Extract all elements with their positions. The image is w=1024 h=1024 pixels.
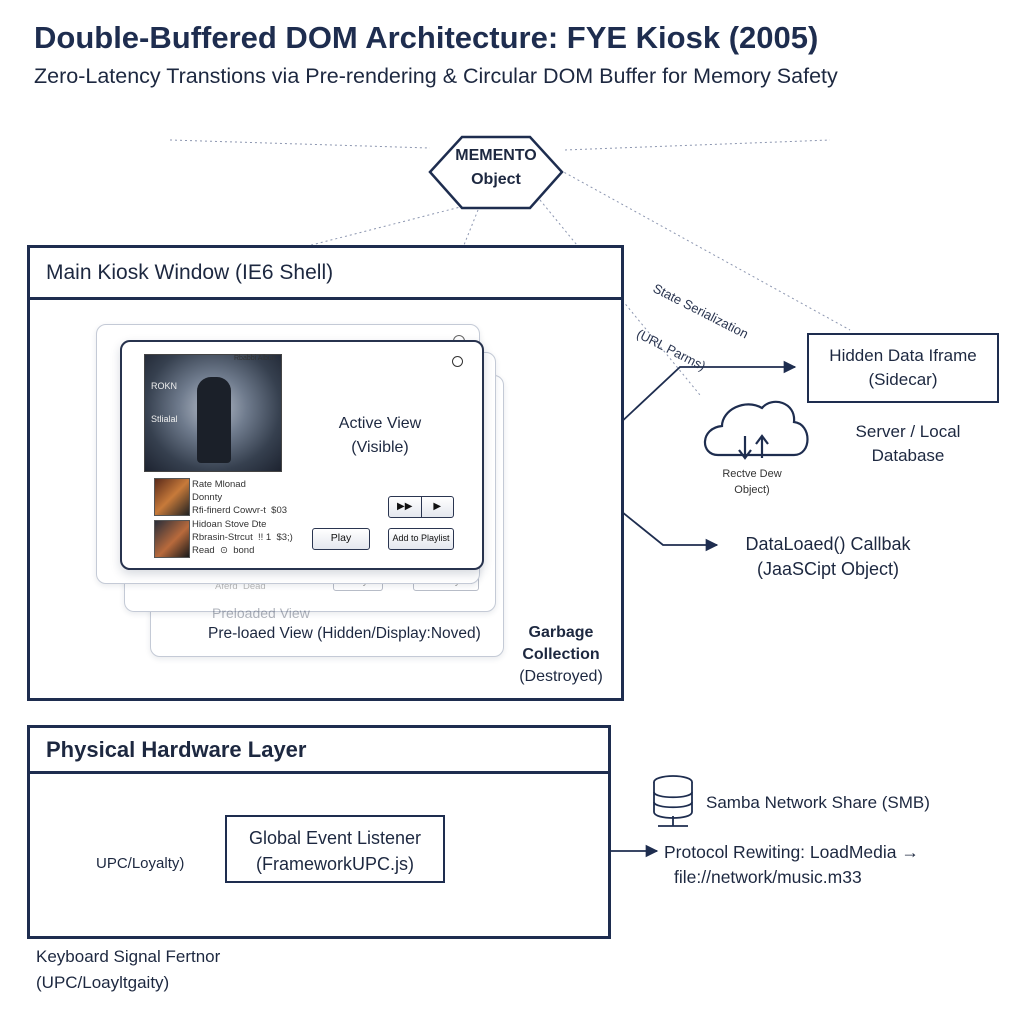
- global-event-listener-box: Global Event Listener (FrameworkUPC.js): [225, 815, 445, 883]
- page-subtitle: Zero-Latency Transtions via Pre-renderin…: [34, 64, 838, 88]
- server-icon: [653, 775, 693, 827]
- settings-icon-active: [452, 356, 463, 367]
- album-caption: Rbabbi Albun: [234, 355, 276, 362]
- album-figure: [197, 377, 231, 463]
- track-thumb-2: [154, 520, 190, 558]
- cloud-caption: Rectve Dew Object): [722, 468, 782, 496]
- preloaded-view-label: Pre-loaed View (Hidden/Display:Noved): [208, 625, 481, 642]
- skip-icon: ▶▶: [389, 497, 422, 517]
- callback-label: DataLoaed() Callbak (JaaSCipt Object): [745, 534, 911, 579]
- album-title: ROKN Stlialal: [151, 381, 178, 424]
- hidden-data-iframe-box: Hidden Data Iframe (Sidecar): [807, 333, 999, 403]
- scanner-label: UPC/Loyalty): [96, 855, 185, 872]
- cloud-icon: [703, 400, 809, 460]
- play-icon: ▶: [433, 501, 442, 512]
- active-view-card: ROKN Stlialal Rbabbi Albun Rate Mlonad D…: [120, 340, 484, 570]
- add-to-playlist-button[interactable]: Add to Playlist: [388, 528, 454, 550]
- page-title: Double-Buffered DOM Architecture: FYE Ki…: [34, 20, 819, 55]
- hardware-layer-title: Physical Hardware Layer: [30, 728, 608, 774]
- play-button[interactable]: Play: [312, 528, 370, 550]
- memento-label: MEMENTO Object: [455, 147, 537, 188]
- active-view-label: Active View (Visible): [338, 415, 422, 456]
- server-label: Server / Local Database: [855, 422, 961, 465]
- samba-label: Samba Network Share (SMB): [706, 793, 930, 812]
- track-info-1: Rate Mlonad Donnty Rfi-finerd Cowvr-t $0…: [192, 479, 288, 516]
- album-art: ROKN Stlialal: [144, 354, 282, 472]
- garbage-collection-label: Garbage Collection (Destroyed): [519, 624, 603, 685]
- track-thumb-1: [154, 478, 190, 516]
- preloaded-ghost-label: Preloaded View: [212, 605, 310, 621]
- protocol-label: Protocol Rewiting: LoadMedia → file://ne…: [664, 842, 919, 887]
- main-window-title: Main Kiosk Window (IE6 Shell): [30, 248, 621, 300]
- memento-hexagon: [428, 135, 564, 210]
- keyboard-signal-label: Keyboard Signal Fertnor (UPC/Loayltgaity…: [36, 947, 221, 992]
- track-info-2: Hidoan Stove Dte Rbrasin-Strcut !! 1 $3;…: [192, 519, 293, 556]
- skip-next-button[interactable]: ▶▶ ▶: [388, 496, 454, 518]
